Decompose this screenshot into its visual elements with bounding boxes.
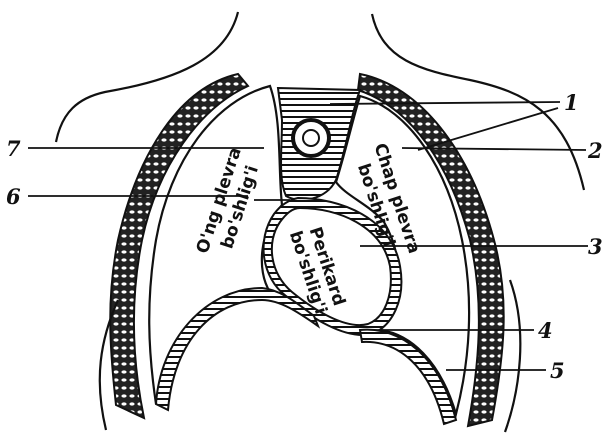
trachea-lumen: [303, 130, 319, 146]
label-2: 2: [587, 138, 603, 163]
label-5: 5: [550, 358, 565, 383]
label-3: 3: [588, 234, 603, 259]
label-6: 6: [6, 184, 21, 209]
label-1: 1: [564, 90, 579, 115]
leader-2: [402, 148, 586, 150]
label-4: 4: [538, 318, 553, 343]
label-7: 7: [6, 136, 21, 161]
body-right-contour: [505, 280, 520, 432]
